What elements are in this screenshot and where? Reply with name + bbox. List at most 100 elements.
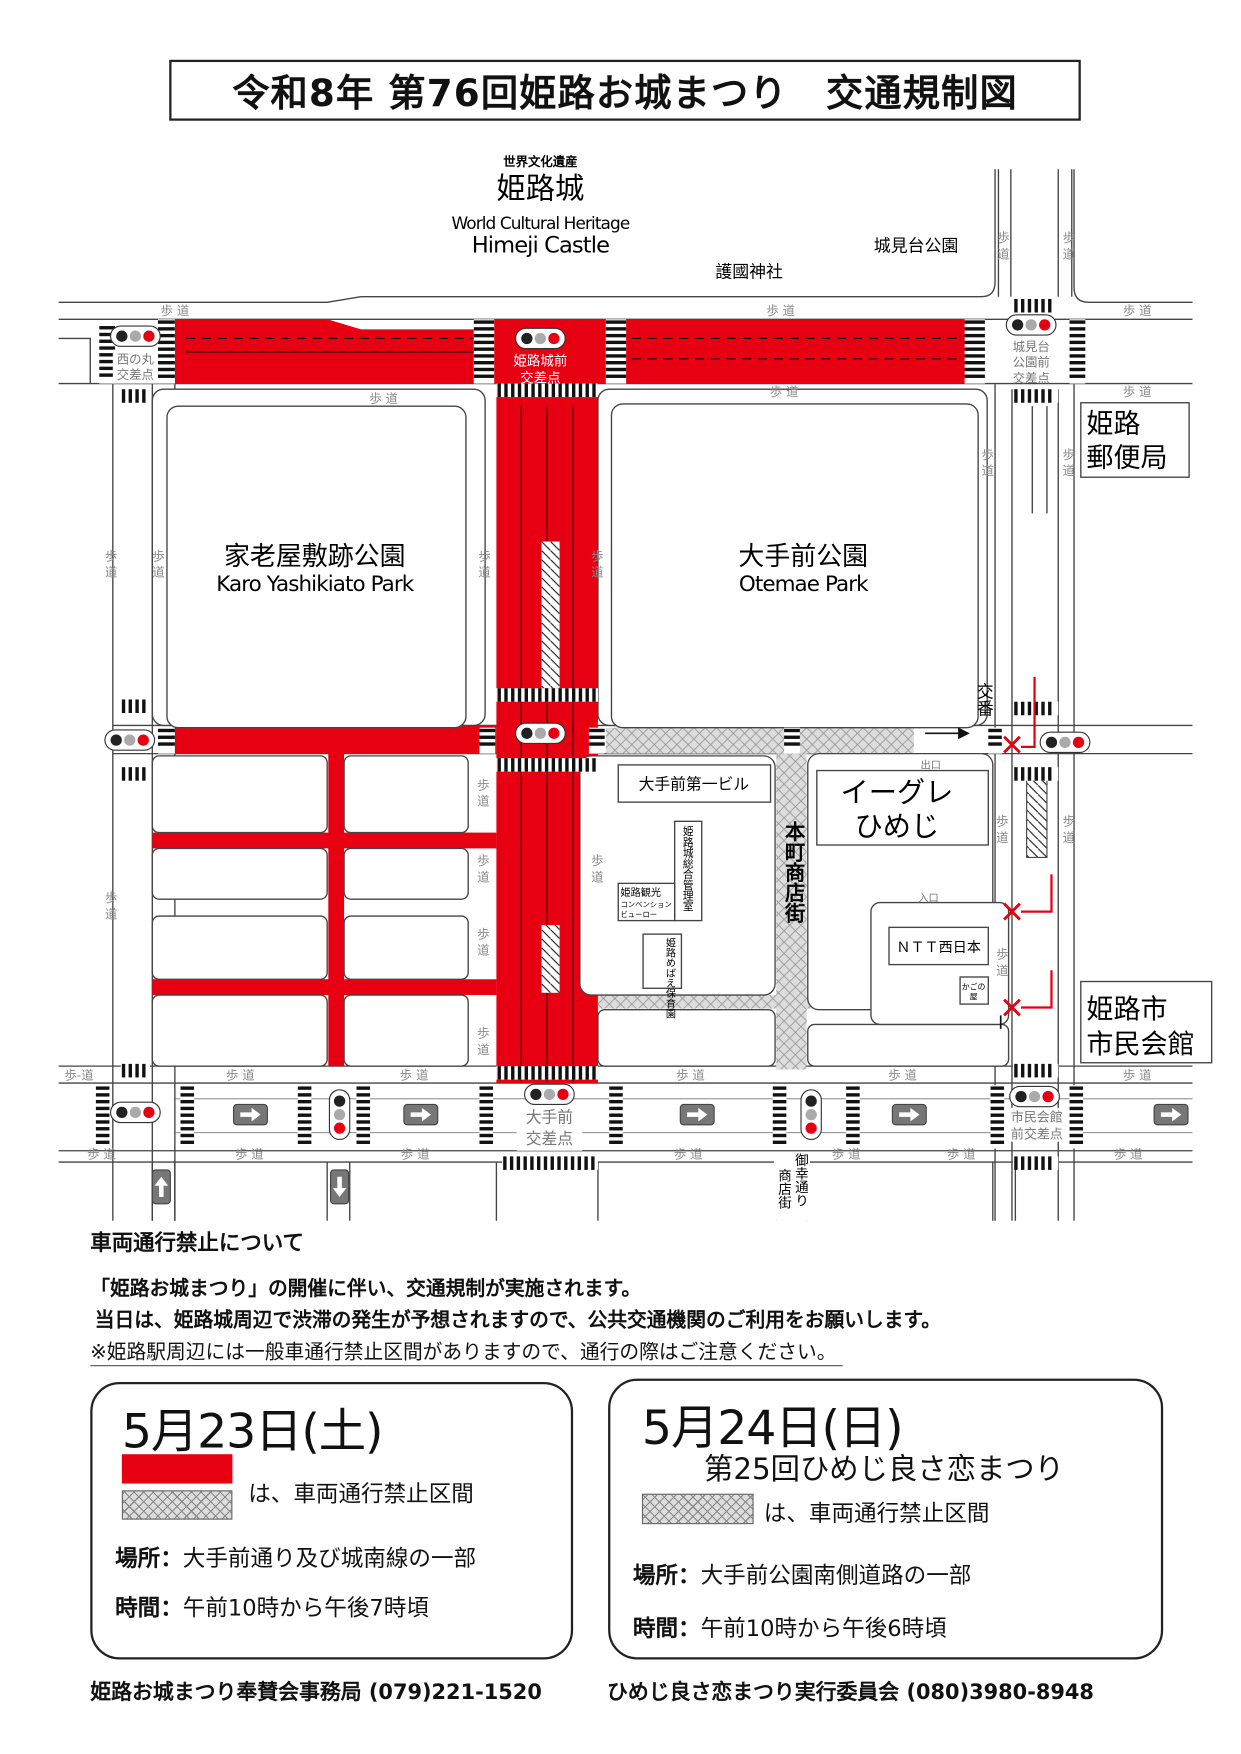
building-otemae-daiichi xyxy=(617,764,772,803)
sidewalk-label: 歩 道 xyxy=(103,890,118,920)
closed-section xyxy=(152,979,497,996)
arrow-right-icon xyxy=(1153,1103,1189,1126)
legend-hatch-swatch xyxy=(641,1493,754,1525)
closure-marks xyxy=(1003,676,1053,1017)
shiromidai-park-label: 城見台公園 xyxy=(874,236,959,256)
crosswalk xyxy=(990,1085,1005,1149)
crosswalk xyxy=(1069,1085,1084,1149)
building-civic-hall xyxy=(1080,980,1213,1064)
sidewalk-label: 歩 道 xyxy=(1061,230,1076,260)
crosswalk xyxy=(1013,298,1059,313)
karo-park-block xyxy=(166,405,467,729)
notice-heading: 車両通行禁止について xyxy=(90,1230,304,1256)
legend-date: 5月23日(土) xyxy=(121,1403,384,1459)
sidewalk-label: 歩 道 xyxy=(235,1147,264,1162)
traffic-signal-icon xyxy=(109,325,161,347)
sidewalk-label: 歩 道 xyxy=(589,548,604,578)
honmachi-label: 本町商店街 xyxy=(781,821,806,923)
traffic-signal-icon xyxy=(515,327,566,350)
closed-road-hatched xyxy=(597,727,914,1070)
crosswalk xyxy=(356,1085,371,1149)
crosswalk xyxy=(1013,1063,1059,1078)
otemae-intersection-label: 大手前 xyxy=(526,1108,573,1127)
closed-section xyxy=(328,753,345,1067)
arrow-right-icon xyxy=(403,1103,439,1126)
crosswalk xyxy=(496,383,598,398)
sidewalk-label: 歩 道 xyxy=(475,853,490,883)
legend-closed-label: は、車両通行禁止区間 xyxy=(248,1480,474,1508)
castle-en-name: Himeji Castle xyxy=(472,233,609,259)
building-convention xyxy=(617,882,676,922)
shiminkaikan-label: 市民会館 xyxy=(1011,1109,1063,1125)
crosswalk xyxy=(1013,767,1059,781)
arrow-right-icon xyxy=(891,1103,927,1126)
post-office-label: 郵便局 xyxy=(1086,443,1167,474)
otemae-park-en: Otemae Park xyxy=(739,572,869,597)
crosswalk xyxy=(157,727,175,754)
crosswalk xyxy=(496,1066,598,1080)
road-edge xyxy=(58,169,996,304)
time-value: 午前10時から午後7時頃 xyxy=(182,1594,429,1622)
arrow-right-icon xyxy=(232,1103,268,1126)
sidewalk-label: 歩 道 xyxy=(161,303,190,318)
sidewalk-label: 歩 道 xyxy=(888,1068,917,1083)
sidewalk-label: 歩 道 xyxy=(475,1026,490,1056)
closed-section-hatched xyxy=(597,995,869,1009)
sidewalk-label: 歩 道 xyxy=(676,1068,705,1083)
entrance-label: 入口 xyxy=(918,892,938,904)
otemae-daiichi-label: 大手前第一ビル xyxy=(639,775,750,794)
post-office-label: 姫路 xyxy=(1086,409,1140,440)
time-value: 午前10時から午後6時頃 xyxy=(700,1614,947,1642)
crosswalk xyxy=(120,767,151,781)
closed-section xyxy=(174,725,497,754)
sidewalk-label: 歩 道 xyxy=(150,548,165,578)
sidewalk-label: 歩 道 xyxy=(401,1147,430,1162)
page-title: 令和8年 第76回姫路お城まつり 交通規制図 xyxy=(169,59,1081,121)
sidewalk-label: 歩 道 xyxy=(1061,813,1076,843)
traffic-signal-icon xyxy=(800,1089,822,1141)
crosswalk xyxy=(496,688,598,702)
crosswalk xyxy=(297,1085,312,1149)
event-name: 第25回ひめじ良さ恋まつり xyxy=(703,1453,1064,1487)
detour-arrow xyxy=(1021,874,1053,913)
crosswalk xyxy=(772,1085,787,1149)
sidewalk-label: 歩 道 xyxy=(87,1147,116,1162)
sidewalk-label: 歩 道 xyxy=(476,548,491,578)
egret-label: イーグレ xyxy=(841,776,954,809)
castle-heritage-label: 世界文化遺産 xyxy=(503,154,577,169)
sidewalk-label: 歩 道 xyxy=(226,1068,255,1083)
notice-caution: ※姫路駅周辺には一般車通行禁止区間がありますので、通行の際はご注意ください。 xyxy=(90,1337,844,1367)
sidewalk-label: 歩 道 xyxy=(475,926,490,956)
crosswalk xyxy=(1013,1156,1059,1170)
sidewalk-label: 歩 道 xyxy=(947,1147,976,1162)
miyuki-label: 商店街 xyxy=(775,1169,792,1210)
building-egret xyxy=(816,769,989,846)
otemae-intersection-label: 交差点 xyxy=(526,1129,573,1148)
building-ntt xyxy=(888,926,989,966)
traffic-signal-icon xyxy=(515,722,566,745)
convention-label: ビューロー xyxy=(620,910,657,919)
sidewalk-label: 歩 道 xyxy=(1114,1147,1143,1162)
crosswalk xyxy=(1069,319,1086,384)
contact-phone: (080)3980-8948 xyxy=(906,1680,1094,1705)
shiminkaikan-label: 前交差点 xyxy=(1011,1126,1063,1142)
legend-red-swatch xyxy=(121,1454,233,1484)
building-labels: 姫路 郵便局 姫路市 市民会館 大手前第一ビル 姫路城総合管理室 姫路観光 コン… xyxy=(620,409,1195,1221)
crosswalk xyxy=(95,1085,110,1149)
crosswalk xyxy=(180,1085,195,1149)
civic-hall-label: 市民会館 xyxy=(1086,1030,1194,1061)
zebra-zone xyxy=(541,541,560,689)
kagonoya-label: かごの xyxy=(962,981,986,991)
closed-section xyxy=(152,832,497,849)
crosswalk xyxy=(1013,389,1059,403)
crosswalk xyxy=(588,727,605,754)
shiromidai-label: 城見台 xyxy=(1013,339,1050,354)
traffic-signal-icon xyxy=(104,729,156,751)
crosswalk xyxy=(120,1063,151,1078)
traffic-map: 歩 道歩 道歩 道歩 道歩 道歩 道歩 道歩 道歩 道歩 道歩 道歩 道歩 道歩… xyxy=(58,154,1213,1221)
contact-oshiro: 姫路お城まつり奉賛会事務局 (079)221-1520 xyxy=(90,1676,542,1705)
place-label: 場所： xyxy=(632,1561,701,1589)
himejijomae-label: 姫路城前 xyxy=(513,353,567,370)
crosswalk xyxy=(1013,701,1059,716)
sidewalk-label: 歩-道 xyxy=(64,1068,93,1083)
